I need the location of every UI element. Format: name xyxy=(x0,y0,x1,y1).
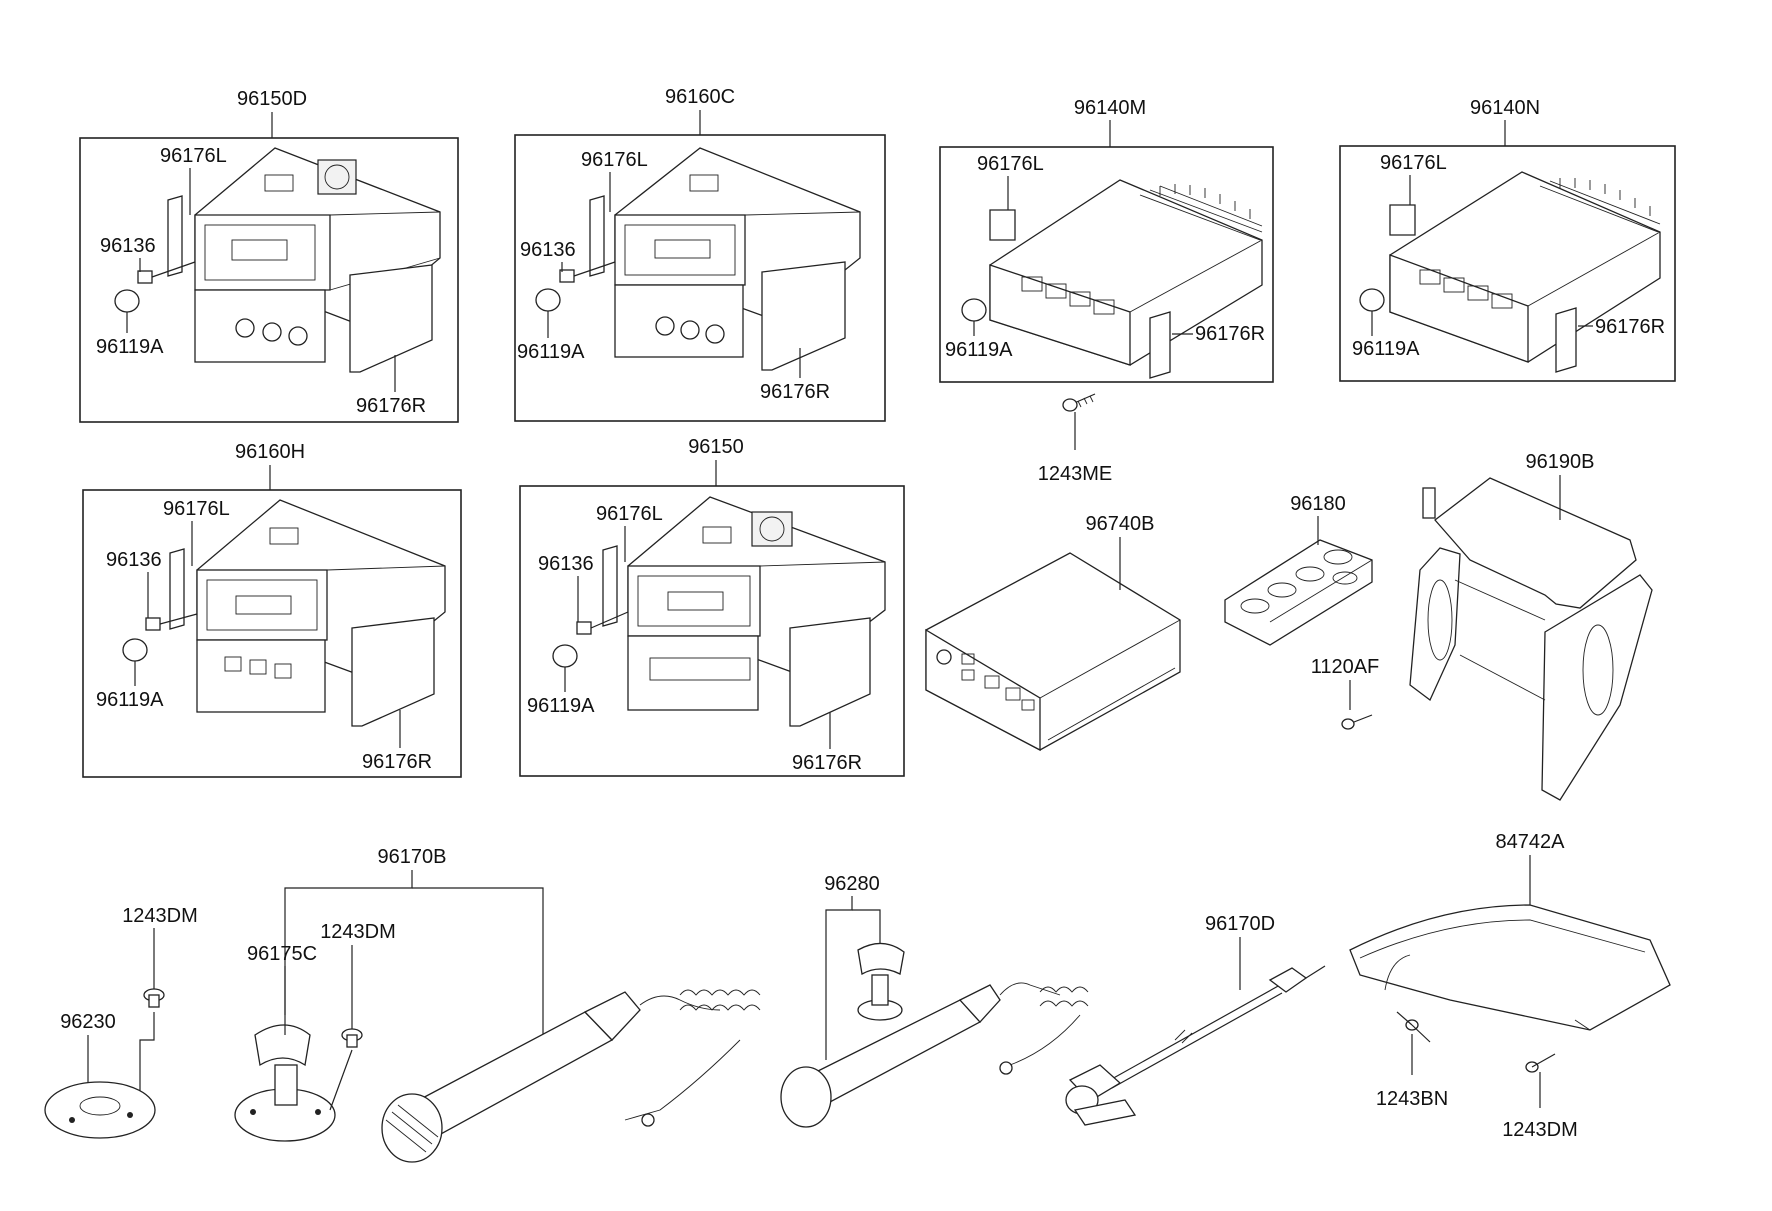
label-96280[interactable]: 96280 xyxy=(824,873,880,895)
screw-1243DM-bracket[interactable] xyxy=(1525,1053,1556,1073)
bracket-right-96160H[interactable] xyxy=(351,617,435,727)
label-96176L[interactable]: 96176L xyxy=(581,149,648,171)
screw-1243DM-holder[interactable] xyxy=(341,1028,363,1048)
screw-1243BN[interactable] xyxy=(1396,1011,1431,1043)
label-96119A[interactable]: 96119A xyxy=(527,695,595,717)
group-96150-title[interactable]: 96150 xyxy=(688,436,744,458)
group-96150D-frame xyxy=(79,137,459,423)
label-96230[interactable]: 96230 xyxy=(60,1011,116,1033)
label-96740B[interactable]: 96740B xyxy=(1086,513,1155,535)
radio-unit-96160C[interactable] xyxy=(614,147,861,358)
group-96150: 96150 96176L 96136 96119A 96176R xyxy=(519,436,905,777)
label-96190B[interactable]: 96190B xyxy=(1526,451,1595,473)
label-96119A[interactable]: 96119A xyxy=(945,339,1013,361)
group-96140N-frame xyxy=(1339,145,1676,382)
bracket-left-96140M[interactable] xyxy=(989,209,1016,241)
group-96160H-title[interactable]: 96160H xyxy=(235,441,305,463)
label-96176L[interactable]: 96176L xyxy=(1380,152,1447,174)
part-96190B[interactable] xyxy=(1409,477,1653,801)
label-1243BN[interactable]: 1243BN xyxy=(1376,1088,1448,1110)
part-96740B[interactable] xyxy=(925,552,1181,752)
bracket-right-96140N[interactable] xyxy=(1555,307,1577,373)
label-84742A[interactable]: 84742A xyxy=(1496,831,1566,853)
label-96119A[interactable]: 96119A xyxy=(96,336,164,358)
label-96119A[interactable]: 96119A xyxy=(517,341,585,363)
group-96140N-title[interactable]: 96140N xyxy=(1470,97,1540,119)
bracket-left-96160C[interactable] xyxy=(589,195,605,277)
bracket-right-96150[interactable] xyxy=(789,617,871,727)
knob-96140M[interactable] xyxy=(961,298,987,322)
bracket-right-96150D[interactable] xyxy=(349,264,433,373)
knob-96150D[interactable] xyxy=(114,289,140,313)
group-96160C-frame xyxy=(514,134,886,422)
holder-96175C[interactable] xyxy=(234,1024,336,1142)
cable-96170D[interactable] xyxy=(1065,965,1326,1126)
label-96176R[interactable]: 96176R xyxy=(760,381,830,403)
bracket-left-96160H[interactable] xyxy=(169,548,185,630)
screw-1243DM-base[interactable] xyxy=(143,988,165,1008)
group-96140M-title[interactable]: 96140M xyxy=(1074,97,1146,119)
knob-96160C[interactable] xyxy=(535,288,561,312)
group-96150-frame xyxy=(519,485,905,777)
knob-96160H[interactable] xyxy=(122,638,148,662)
microphone-96280[interactable] xyxy=(780,982,1089,1128)
microphone-96170B[interactable] xyxy=(381,989,761,1163)
group-96140M: 96140M 96176L 96119A 96176R xyxy=(939,97,1274,383)
screw-96150[interactable] xyxy=(576,611,629,635)
label-96176R[interactable]: 96176R xyxy=(356,395,426,417)
bracket-left-96150D[interactable] xyxy=(167,195,183,277)
screw-96150D[interactable] xyxy=(137,261,196,284)
label-1120AF[interactable]: 1120AF xyxy=(1311,656,1380,678)
label-96176L[interactable]: 96176L xyxy=(160,145,227,167)
screw-96160H[interactable] xyxy=(145,613,198,631)
group-96150D: 96150D 96176L 961 xyxy=(79,88,459,423)
knob-96140N[interactable] xyxy=(1359,288,1385,312)
label-1243DM-holder[interactable]: 1243DM xyxy=(320,921,396,943)
group-96150D-title[interactable]: 96150D xyxy=(237,88,307,110)
bracket-84742A[interactable] xyxy=(1349,904,1671,1031)
label-1243DM-base[interactable]: 1243DM xyxy=(122,905,198,927)
label-96176L[interactable]: 96176L xyxy=(977,153,1044,175)
label-96136[interactable]: 96136 xyxy=(538,553,594,575)
group-96160C: 96160C 96176L 96136 96119A 96176R xyxy=(514,86,886,422)
label-96170B[interactable]: 96170B xyxy=(378,846,447,868)
fan-grille-icon xyxy=(317,159,357,195)
bracket-right-96160C[interactable] xyxy=(761,261,846,371)
radio-unit-96140M[interactable] xyxy=(989,179,1263,366)
label-96119A[interactable]: 96119A xyxy=(1352,338,1420,360)
mount-plate-96230[interactable] xyxy=(44,1081,156,1139)
label-96180[interactable]: 96180 xyxy=(1290,493,1346,515)
label-96136[interactable]: 96136 xyxy=(520,239,576,261)
radio-unit-96140N[interactable] xyxy=(1389,171,1661,363)
group-96160H: 96160H 96176L 96136 96119A 96176R xyxy=(82,441,462,778)
label-1243DM-bracket[interactable]: 1243DM xyxy=(1502,1119,1578,1141)
label-96136[interactable]: 96136 xyxy=(100,235,156,257)
label-96119A[interactable]: 96119A xyxy=(96,689,164,711)
bracket-left-96140N[interactable] xyxy=(1389,204,1416,236)
screw-1243ME[interactable] xyxy=(1062,393,1096,412)
knob-96150[interactable] xyxy=(552,644,578,668)
bracket-left-96150[interactable] xyxy=(602,545,618,627)
label-96175C[interactable]: 96175C xyxy=(247,943,317,965)
label-96176R[interactable]: 96176R xyxy=(362,751,432,773)
group-96140N: 96140N 96176L 96119A 96176R xyxy=(1339,97,1676,382)
group-96160H-frame xyxy=(82,489,462,778)
holder-96280[interactable] xyxy=(857,942,905,1021)
label-96176R[interactable]: 96176R xyxy=(1595,316,1665,338)
screw-1120AF[interactable] xyxy=(1341,714,1373,730)
group-96160C-title[interactable]: 96160C xyxy=(665,86,735,108)
label-96176L[interactable]: 96176L xyxy=(596,503,663,525)
part-96180[interactable] xyxy=(1224,539,1373,646)
label-1243ME[interactable]: 1243ME xyxy=(1038,463,1113,485)
label-96176L[interactable]: 96176L xyxy=(163,498,230,520)
label-96136[interactable]: 96136 xyxy=(106,549,162,571)
fan-grille-icon xyxy=(751,511,793,547)
bracket-right-96140M[interactable] xyxy=(1149,311,1171,379)
label-96176R[interactable]: 96176R xyxy=(1195,323,1265,345)
label-96176R[interactable]: 96176R xyxy=(792,752,862,774)
group-96140M-frame xyxy=(939,146,1274,383)
label-96170D[interactable]: 96170D xyxy=(1205,913,1275,935)
screw-96160C[interactable] xyxy=(559,261,616,283)
